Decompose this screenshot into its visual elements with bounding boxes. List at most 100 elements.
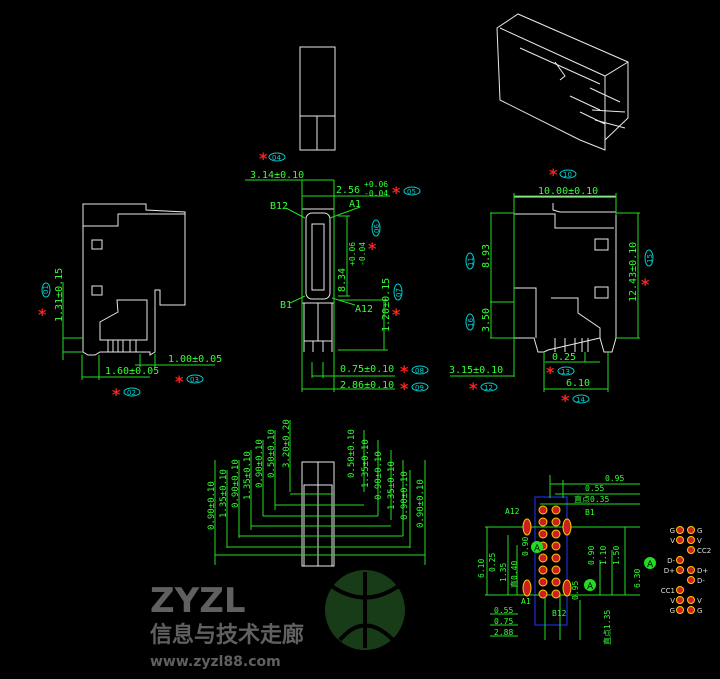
- balloon-01: 01: [42, 285, 50, 294]
- tolerance-minus: -0.04: [364, 189, 388, 198]
- dim-2-56: 2.56: [336, 185, 360, 196]
- dim-10-00: 10.00±0.10: [538, 186, 598, 197]
- pad: [538, 565, 548, 575]
- critical-mark: *: [112, 385, 121, 404]
- critical-mark: *: [259, 149, 268, 168]
- pin-dim: 0.50±0.10: [267, 429, 277, 478]
- pin-legend-label: D-: [667, 557, 675, 565]
- tolerance-minus: -0.04: [358, 242, 367, 266]
- critical-mark: *: [641, 275, 650, 294]
- pad: [687, 566, 695, 574]
- pin-dim: 0.90±0.10: [255, 439, 265, 488]
- datum-a-marker: A A A: [531, 541, 656, 592]
- pad: [676, 606, 684, 614]
- pad: [551, 529, 561, 539]
- fp-dim: 0.55: [494, 606, 513, 615]
- front-view: 3.14±0.10 04 * 2.56 +0.06 -0.04 * 05 B12…: [245, 149, 429, 398]
- pad: [676, 526, 684, 534]
- left-view: 1.31±0.15 01 * 1.60±0.05 02 * 1.00±0.05 …: [38, 203, 222, 404]
- pad: [551, 541, 561, 551]
- fp-dim: 0.95: [571, 581, 580, 600]
- fp-dim: 直点1.35: [602, 610, 612, 645]
- pin-dim: 1.35±0.10: [219, 469, 229, 518]
- pad: [676, 596, 684, 604]
- pin-legend-label: G: [697, 607, 702, 615]
- pad: [676, 556, 684, 564]
- balloon-09: 09: [415, 384, 424, 392]
- critical-mark: *: [400, 362, 409, 381]
- pin-dim: 0.90±0.10: [400, 471, 410, 520]
- dim-8-93: 8.93: [481, 244, 492, 268]
- pin-legend-label: G: [670, 527, 675, 535]
- dim-3-14: 3.14±0.10: [250, 170, 304, 181]
- left-pin-dims: 0.90±0.10 1.35±0.10 0.90±0.10 1.35±0.10 …: [207, 419, 292, 530]
- fp-dim: 0.90: [521, 537, 530, 556]
- fp-dim: 2.88: [494, 628, 513, 637]
- pad: [687, 536, 695, 544]
- balloon-10: 10: [563, 171, 572, 179]
- balloon-16: 16: [467, 318, 475, 327]
- critical-mark: *: [392, 305, 401, 324]
- pad: [687, 596, 695, 604]
- fp-dim: 1.35: [499, 563, 508, 582]
- pad: [538, 589, 548, 599]
- dim-6-10: 6.10: [566, 378, 590, 389]
- balloon-04: 04: [272, 154, 281, 162]
- critical-mark: *: [175, 372, 184, 391]
- pin-dim: 1.35±0.10: [387, 461, 397, 510]
- pin-legend-label: CC1: [661, 587, 675, 595]
- pad: [551, 565, 561, 575]
- pad: [538, 505, 548, 515]
- pin-legend-label: CC2: [697, 547, 711, 555]
- top-view: [299, 46, 336, 151]
- pin-legend-label: V: [697, 537, 702, 545]
- pin-dim: 0.90±0.10: [416, 479, 426, 528]
- balloon-13: 13: [561, 368, 570, 376]
- shell-pad: [562, 518, 572, 536]
- critical-mark: *: [392, 183, 401, 202]
- pin-dim: 1.35±0.10: [361, 439, 371, 488]
- balloon-15: 15: [646, 254, 654, 263]
- pin-dim: 3.20±0.20: [282, 419, 292, 468]
- fp-dim: 1.50: [612, 546, 621, 565]
- dim-1-20: 1.20±0.15: [381, 278, 392, 332]
- pin-dim: 1.35±0.10: [243, 451, 253, 500]
- dim-1-00: 1.00±0.05: [168, 354, 222, 365]
- critical-mark: *: [561, 391, 570, 410]
- tolerance-plus: +0.06: [348, 242, 357, 266]
- pad: [676, 566, 684, 574]
- dim-1-31: 1.31±0.15: [54, 268, 65, 322]
- shell-pad: [562, 579, 572, 597]
- pad: [551, 517, 561, 527]
- fp-label-a1: A1: [521, 597, 531, 606]
- balloon-11: 11: [467, 257, 475, 266]
- watermark-url: www.zyzl88.com: [150, 654, 281, 670]
- fp-dim: 0.55: [585, 484, 604, 493]
- balloon-05: 05: [407, 188, 416, 196]
- critical-mark: *: [549, 165, 558, 184]
- critical-mark: *: [38, 305, 47, 324]
- balloon-07: 07: [395, 288, 403, 297]
- pin-legend-label: G: [697, 527, 702, 535]
- fp-dim: 直0.40: [509, 561, 519, 588]
- fp-dim: 0.90: [587, 546, 596, 565]
- dim-0-75: 0.75±0.10: [340, 364, 394, 375]
- watermark-brand: ZYZL: [150, 581, 246, 621]
- pin-dimension-view: 0.90±0.10 1.35±0.10 0.90±0.10 1.35±0.10 …: [207, 419, 426, 567]
- pad: [551, 505, 561, 515]
- pad: [687, 526, 695, 534]
- pad: [676, 586, 684, 594]
- critical-mark: *: [546, 363, 555, 382]
- watermark: ZYZL 信息与技术走廊 www.zyzl88.com: [150, 570, 405, 670]
- pin-legend-label: V: [670, 537, 675, 545]
- pad: [687, 546, 695, 554]
- pin-dim: 0.90±0.10: [231, 459, 241, 508]
- fp-label-b1: B1: [585, 508, 595, 517]
- pin-label-b1: B1: [280, 300, 292, 311]
- pin-legend-label: D-: [697, 577, 705, 585]
- datum-label: A: [647, 560, 654, 570]
- pad: [551, 589, 561, 599]
- pad: [551, 577, 561, 587]
